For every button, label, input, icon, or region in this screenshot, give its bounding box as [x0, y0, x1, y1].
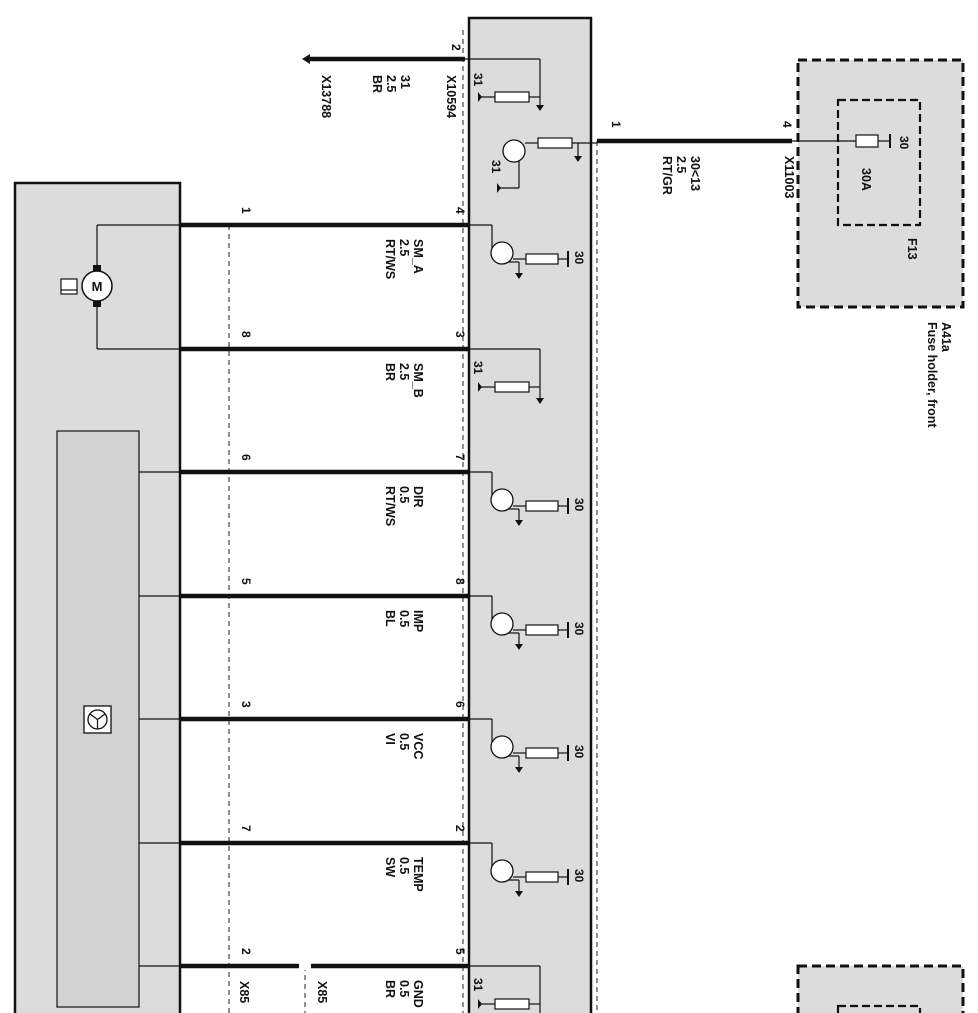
transistor-icon: 30: [469, 595, 586, 650]
transistor-icon: 31: [489, 137, 597, 193]
sensor-signal-lines: [139, 471, 180, 967]
connector-id: X10594: [444, 75, 458, 118]
pin-label: 8: [239, 331, 253, 338]
fuse-holder: 30 30A F13 A41a Fuse holder, front: [792, 58, 965, 428]
resistor-icon: [525, 500, 559, 512]
pin-label: 3: [239, 701, 253, 708]
wire-size: 2.5: [674, 156, 688, 173]
pin-label: 1: [239, 207, 253, 214]
wire-color: RT/WS: [383, 239, 397, 279]
wire-color: RT/GR: [660, 156, 674, 195]
connector-id: X85: [237, 981, 251, 1003]
supply-label: 30: [572, 622, 586, 636]
fuse-holder-name: Fuse holder, front: [925, 322, 939, 428]
wire-size: 0.5: [397, 980, 411, 997]
ground-label: 31: [471, 978, 485, 992]
connector-ref-id: X13788: [319, 75, 333, 118]
svg-text:M: M: [92, 279, 103, 294]
pin-label: 5: [239, 578, 253, 585]
wire-size: 2.5: [397, 239, 411, 256]
wire-size: 0.5: [397, 733, 411, 750]
connector-id: X85: [315, 981, 329, 1003]
steering-sensor-icon: [83, 705, 112, 734]
fuse-terminal: 30: [897, 136, 911, 150]
pin-label: 4: [780, 121, 794, 128]
wire-signal: IMP: [411, 610, 425, 632]
fuse-holder-lower-inner: [836, 1004, 922, 1013]
ground-label: 31: [471, 73, 485, 87]
supply-label: 30: [572, 251, 586, 265]
wire-signal: DIR: [411, 486, 425, 508]
transistor-icon: 30: [469, 718, 586, 773]
wire-size: 2.5: [397, 363, 411, 380]
control-unit: [467, 16, 593, 1013]
wire-signal: 31: [398, 75, 412, 89]
svg-text:31: 31: [489, 160, 503, 174]
wire-size: 2.5: [384, 75, 398, 92]
motor-icon: M: [60, 224, 180, 350]
pin-label: 1: [609, 121, 623, 128]
top-ground-wire: 2 X10594 X13788 31 2.5 BR 31: [302, 44, 544, 118]
transistor-icon: 30: [469, 842, 586, 897]
pin-label: 2: [449, 44, 463, 51]
supply-label: 30: [572, 869, 586, 883]
resistor-icon: [525, 747, 559, 759]
wire-signal: SM_A: [411, 239, 425, 274]
wire-color: RT/WS: [383, 486, 397, 526]
resistor-icon: [494, 381, 530, 393]
resistor-icon: [525, 871, 559, 883]
pin-label: 7: [453, 454, 467, 461]
pin-label: 7: [239, 825, 253, 832]
wire-color: BL: [383, 610, 397, 627]
resistor-icon: [494, 998, 530, 1010]
transistor-icon: 30: [469, 224, 586, 279]
wire-size: 0.5: [397, 486, 411, 503]
pin-label: 8: [453, 578, 467, 585]
wire-signal: 30<13: [688, 156, 702, 191]
fuse-name: F13: [905, 238, 919, 260]
ground-resistor: 31: [469, 348, 544, 404]
pin-label: 6: [239, 454, 253, 461]
wire-color: BR: [383, 363, 397, 381]
wire-color: VI: [383, 733, 397, 745]
ground-label: 31: [471, 361, 485, 375]
pin-label: 5: [453, 948, 467, 955]
fuse-holder-id: A41a: [939, 322, 953, 353]
fuse-rating: 30A: [859, 168, 873, 191]
pin-label: 6: [453, 701, 467, 708]
transistor-icon: 30: [469, 471, 586, 526]
ground-resistor: 31: [469, 965, 541, 1013]
wire-signal: TEMP: [411, 857, 425, 892]
wire-size: 0.5: [397, 857, 411, 874]
pin-label: 3: [453, 331, 467, 338]
pin-label: 2: [453, 825, 467, 832]
wire-size: 0.5: [397, 610, 411, 627]
wire-color: BR: [383, 980, 397, 998]
power-feed-wire: 1 4 30<13 2.5 RT/GR X11003: [597, 121, 796, 198]
supply-label: 30: [572, 498, 586, 512]
wire-signal: SM_B: [411, 363, 425, 398]
connector-id: X11003: [782, 156, 796, 198]
wire-color: BR: [370, 75, 384, 93]
wire-signal: VCC: [411, 733, 425, 759]
wire-row: 1 4SM_A2.5RT/WS 30: [180, 207, 586, 279]
resistor-icon: [494, 91, 530, 103]
pin-label: 2: [239, 948, 253, 955]
resistor-icon: [525, 624, 559, 636]
resistor-icon: [525, 253, 559, 265]
wire-signal: GND: [411, 980, 425, 1008]
pin-label: 4: [453, 207, 467, 214]
supply-label: 30: [572, 745, 586, 759]
wire-color: SW: [383, 857, 397, 877]
wire-row: 8 3SM_B2.5BR 31: [180, 331, 544, 404]
